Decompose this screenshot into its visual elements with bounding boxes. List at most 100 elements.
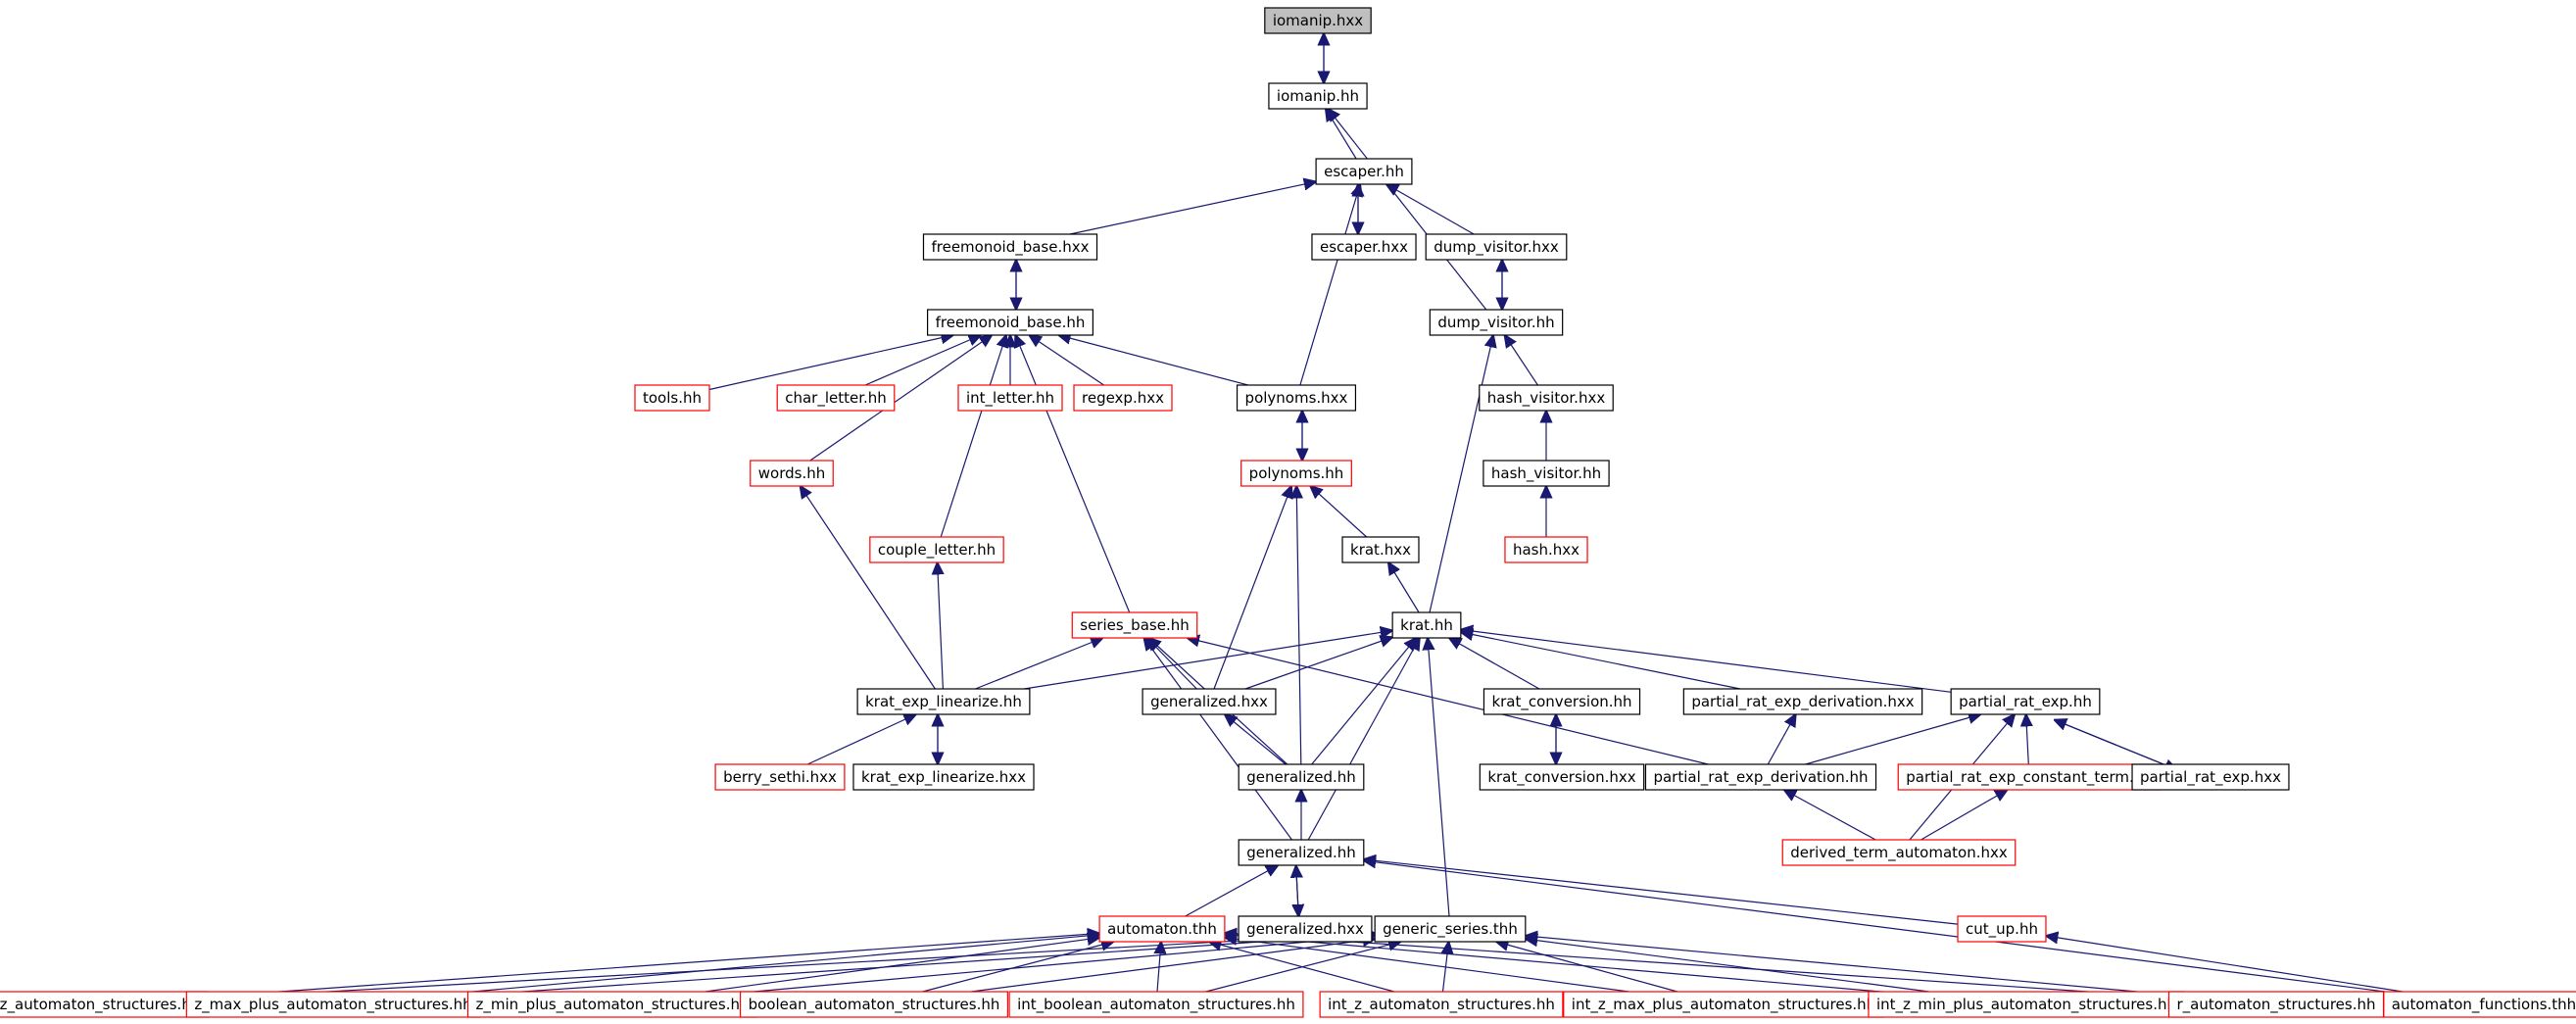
edge-generalized-hh-b-to-series-base-hh (1144, 638, 1292, 841)
node-int-z-automaton-structures-hh[interactable]: int_z_automaton_structures.hh (1319, 991, 1564, 1018)
node-dump-visitor-hh[interactable]: dump_visitor.hh (1429, 309, 1564, 336)
node-int-boolean-automaton-structures-hh[interactable]: int_boolean_automaton_structures.hh (1008, 991, 1304, 1018)
node-partial-rat-exp-constant-term-hh[interactable]: partial_rat_exp_constant_term.hh (1897, 763, 2162, 791)
node-generic-series-thh[interactable]: generic_series.thh (1374, 915, 1527, 943)
node-automaton-thh[interactable]: automaton.thh (1098, 915, 1226, 943)
node-char-letter-hh[interactable]: char_letter.hh (776, 384, 896, 412)
node-label: generic_series.thh (1383, 920, 1518, 939)
node-generalized-hh-a[interactable]: generalized.hh (1238, 763, 1365, 791)
node-label: iomanip.hxx (1273, 12, 1363, 29)
node-hash-visitor-hh[interactable]: hash_visitor.hh (1482, 460, 1610, 487)
node-krat-conversion-hxx[interactable]: krat_conversion.hxx (1479, 763, 1645, 791)
node-escaper-hxx[interactable]: escaper.hxx (1311, 233, 1417, 261)
node-freemonoid-base-hxx[interactable]: freemonoid_base.hxx (922, 233, 1098, 261)
node-escaper-hh[interactable]: escaper.hh (1315, 158, 1413, 185)
node-partial-rat-exp-hh[interactable]: partial_rat_exp.hh (1950, 688, 2101, 715)
edge-krat-exp-linearize-hh-to-words-hh (801, 486, 936, 690)
node-krat-hxx[interactable]: krat.hxx (1341, 536, 1420, 563)
edge-generalized-hxx-a-to-polynoms-hh (1213, 486, 1291, 690)
node-label: polynoms.hxx (1245, 389, 1348, 407)
node-cut-up-hh[interactable]: cut_up.hh (1957, 915, 2047, 943)
node-label: partial_rat_exp.hh (1959, 693, 2092, 711)
edge-series-base-hh-to-freemonoid-base-hh (1015, 335, 1131, 613)
node-iomanip-hxx[interactable]: iomanip.hxx (1264, 7, 1372, 34)
node-box (0, 991, 209, 1018)
node-r-automaton-structures-hh[interactable]: r_automaton_structures.hh (2167, 991, 2385, 1018)
node-iomanip-hh[interactable]: iomanip.hh (1268, 82, 1368, 110)
node-words-hh[interactable]: words.hh (750, 460, 834, 487)
node-derived-term-automaton-hxx[interactable]: derived_term_automaton.hxx (1781, 839, 2017, 866)
node-label: derived_term_automaton.hxx (1790, 844, 2008, 862)
node-generalized-hh-b[interactable]: generalized.hh (1238, 839, 1365, 866)
node-krat-exp-linearize-hh[interactable]: krat_exp_linearize.hh (856, 688, 1031, 715)
edge-regexp-hxx-to-freemonoid-base-hh (1029, 335, 1104, 386)
node-box (1008, 991, 1304, 1018)
node-box (869, 536, 1004, 563)
node-z-min-plus-automaton-structures-hh[interactable]: z_min_plus_automaton_structures.hh (466, 991, 758, 1018)
node-label: partial_rat_exp.hxx (2140, 768, 2281, 787)
edge-generic-series-thh-to-krat-hh (1428, 638, 1450, 917)
node-boolean-automaton-structures-hh[interactable]: boolean_automaton_structures.hh (740, 991, 1008, 1018)
node-generalized-hxx-b[interactable]: generalized.hxx (1238, 915, 1373, 943)
node-box (466, 991, 758, 1018)
node-automaton-functions-thh[interactable]: automaton_functions.thh (2383, 991, 2576, 1018)
node-dump-visitor-hxx[interactable]: dump_visitor.hxx (1425, 233, 1568, 261)
node-box (957, 384, 1063, 412)
node-label: partial_rat_exp_constant_term.hh (1906, 768, 2153, 787)
node-tools-hh[interactable]: tools.hh (634, 384, 710, 412)
node-box (1429, 309, 1564, 336)
node-box (1482, 460, 1610, 487)
node-series-base-hh[interactable]: series_base.hh (1071, 611, 1198, 639)
node-label: partial_rat_exp_derivation.hxx (1691, 693, 1914, 711)
node-krat-hh[interactable]: krat.hh (1391, 611, 1462, 639)
node-hash-hxx[interactable]: hash.hxx (1504, 536, 1588, 563)
edge-generalized-hh-a-to-krat-hh (1311, 638, 1417, 765)
edge-automaton-thh-to-generalized-hh-b (1185, 865, 1279, 917)
node-z-automaton-structures-hh[interactable]: z_automaton_structures.hh (0, 991, 209, 1018)
edge-cut-up-hh-to-generalized-hh-b (1364, 859, 1959, 925)
edge-partial-rat-exp-derivation-hh-to-partial-rat-exp-derivation-hxx (1767, 714, 1795, 765)
node-label: z_max_plus_automaton_structures.hh (194, 996, 471, 1014)
edge-krat-hxx-to-polynoms-hh (1310, 486, 1368, 538)
node-label: krat.hxx (1350, 541, 1411, 559)
edge-automaton-functions-thh-to-cut-up-hh (2046, 936, 2403, 993)
node-partial-rat-exp-derivation-hxx[interactable]: partial_rat_exp_derivation.hxx (1682, 688, 1923, 715)
node-polynoms-hxx[interactable]: polynoms.hxx (1236, 384, 1357, 412)
edge-generalized-hh-b-to-generalized-hxx-b (1296, 865, 1299, 916)
node-int-letter-hh[interactable]: int_letter.hh (957, 384, 1063, 412)
node-generalized-hxx-a[interactable]: generalized.hxx (1142, 688, 1277, 715)
node-berry-sethi-hxx[interactable]: berry_sethi.hxx (714, 763, 846, 791)
node-box (1098, 915, 1226, 943)
edge-krat-conversion-hh-to-krat-hh (1449, 638, 1540, 690)
node-label: freemonoid_base.hh (936, 314, 1086, 332)
node-box (1391, 611, 1462, 639)
node-box (1479, 384, 1614, 412)
node-box (1957, 915, 2047, 943)
node-hash-visitor-hxx[interactable]: hash_visitor.hxx (1479, 384, 1614, 412)
node-partial-rat-exp-hxx[interactable]: partial_rat_exp.hxx (2131, 763, 2290, 791)
edge-couple-letter-hh-to-freemonoid-base-hh (940, 335, 1006, 538)
node-int-z-max-plus-automaton-structures-hh[interactable]: int_z_max_plus_automaton_structures.hh (1563, 991, 1884, 1018)
node-partial-rat-exp-derivation-hh[interactable]: partial_rat_exp_derivation.hh (1644, 763, 1877, 791)
node-label: freemonoid_base.hxx (931, 238, 1089, 257)
node-krat-conversion-hh[interactable]: krat_conversion.hh (1482, 688, 1641, 715)
node-box (1482, 688, 1641, 715)
node-label: char_letter.hh (785, 389, 887, 408)
node-krat-exp-linearize-hxx[interactable]: krat_exp_linearize.hxx (852, 763, 1035, 791)
node-label: int_letter.hh (966, 389, 1054, 408)
node-label: krat.hh (1400, 616, 1453, 634)
node-polynoms-hh[interactable]: polynoms.hh (1240, 460, 1352, 487)
node-regexp-hxx[interactable]: regexp.hxx (1073, 384, 1173, 412)
node-int-z-min-plus-automaton-structures-hh[interactable]: int_z_min_plus_automaton_structures.hh (1868, 991, 2185, 1018)
node-couple-letter-hh[interactable]: couple_letter.hh (869, 536, 1004, 563)
edge-berry-sethi-hxx-to-krat-exp-linearize-hh (806, 714, 916, 765)
node-label: hash_visitor.hh (1491, 464, 1601, 483)
edge-polynoms-hxx-to-freemonoid-base-hh (1058, 335, 1248, 386)
node-label: hash_visitor.hxx (1487, 389, 1606, 408)
node-freemonoid-base-hh[interactable]: freemonoid_base.hh (927, 309, 1094, 336)
edge-words-hh-to-freemonoid-base-hh (809, 335, 992, 462)
edge-dump-visitor-hh-to-iomanip-hh (1328, 109, 1487, 311)
node-label: r_automaton_structures.hh (2177, 996, 2376, 1014)
node-z-max-plus-automaton-structures-hh[interactable]: z_max_plus_automaton_structures.hh (185, 991, 481, 1018)
